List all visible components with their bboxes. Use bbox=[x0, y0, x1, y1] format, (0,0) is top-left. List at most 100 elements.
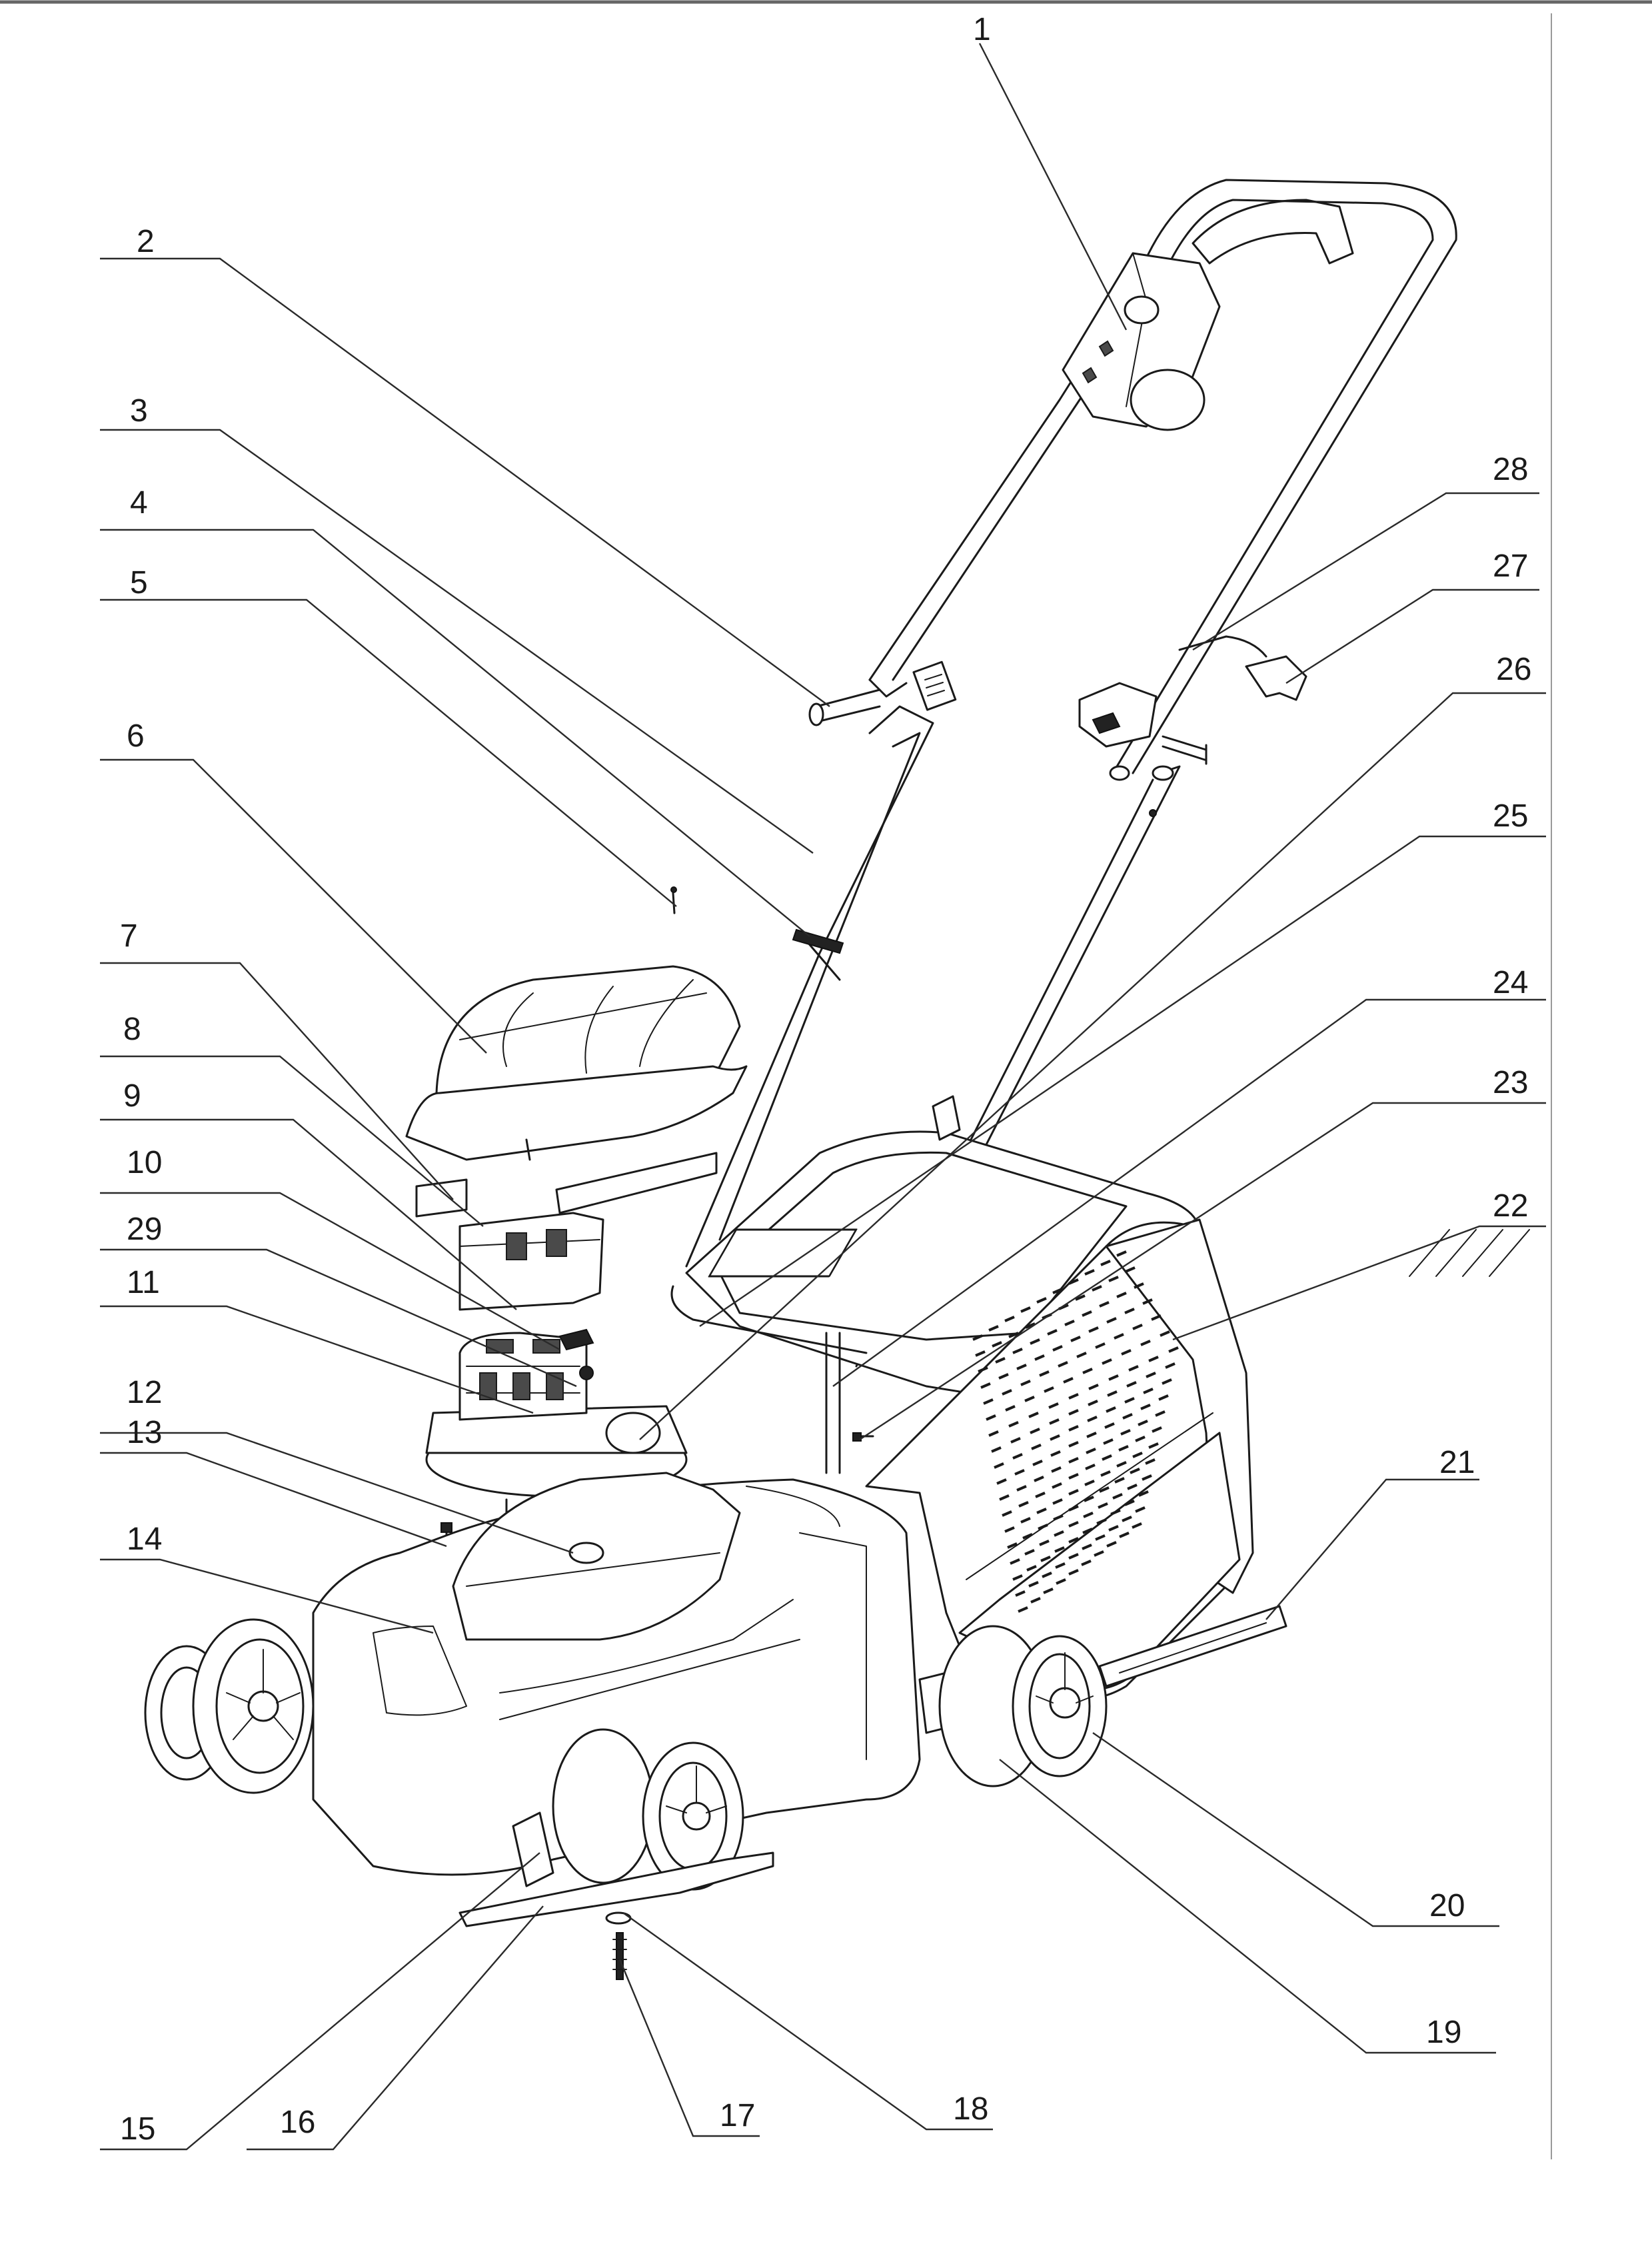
vent-slot bbox=[1128, 1365, 1139, 1372]
leader-28 bbox=[1192, 492, 1539, 651]
vent-slot bbox=[1051, 1466, 1062, 1473]
motor-cover-part-8 bbox=[458, 1212, 604, 1311]
vent-slot bbox=[1168, 1346, 1179, 1353]
vent-slot bbox=[1096, 1518, 1107, 1525]
seal-strip-part-7 bbox=[415, 1138, 718, 1218]
handle-clamp-part-2 bbox=[808, 660, 957, 726]
vent-slot bbox=[1112, 1493, 1123, 1500]
screw-part-23 bbox=[852, 1432, 874, 1442]
vent-slot bbox=[1020, 1306, 1031, 1313]
vent-slot bbox=[1098, 1502, 1108, 1509]
vent-slot bbox=[1160, 1330, 1170, 1337]
vent-slot bbox=[1138, 1490, 1149, 1497]
vent-slot bbox=[1084, 1269, 1095, 1276]
callout-11: 11 bbox=[127, 1265, 160, 1300]
callout-22: 22 bbox=[1493, 1188, 1528, 1224]
vent-slot bbox=[994, 1462, 1004, 1469]
vent-slot bbox=[1015, 1590, 1026, 1597]
vent-slot bbox=[1088, 1326, 1099, 1333]
vent-slot bbox=[1068, 1553, 1079, 1560]
vent-slot bbox=[999, 1494, 1010, 1501]
callout-14: 14 bbox=[127, 1522, 162, 1557]
vent-slot bbox=[1121, 1349, 1132, 1356]
callout-5: 5 bbox=[130, 565, 148, 600]
vent-slot bbox=[1110, 1509, 1121, 1516]
rear-right-wheel-part-19-20 bbox=[938, 1625, 1108, 1787]
rear-left-wheel bbox=[144, 1618, 315, 1794]
vent-slot bbox=[1140, 1340, 1151, 1346]
callout-8: 8 bbox=[123, 1012, 141, 1047]
leader-9 bbox=[100, 1118, 517, 1310]
vent-slot bbox=[1148, 1442, 1159, 1449]
vent-slot bbox=[1048, 1402, 1059, 1409]
vent-slot bbox=[986, 1414, 996, 1421]
vent-slot bbox=[1132, 1452, 1143, 1458]
vent-slot bbox=[1108, 1276, 1119, 1282]
vent-slot bbox=[1028, 1412, 1039, 1418]
callout-10: 10 bbox=[127, 1145, 162, 1180]
callout-27: 27 bbox=[1493, 549, 1528, 584]
callout-6: 6 bbox=[127, 718, 145, 754]
vent-slot bbox=[1050, 1450, 1061, 1457]
washer-part-18 bbox=[605, 1911, 632, 1925]
vent-slot bbox=[978, 1366, 988, 1373]
vent-slot bbox=[1075, 1294, 1086, 1301]
vent-slot bbox=[991, 1446, 1002, 1453]
vent-slot bbox=[1005, 1405, 1016, 1412]
leader-16 bbox=[247, 1905, 544, 2151]
leader-21 bbox=[1265, 1478, 1479, 1620]
vent-slot bbox=[1083, 1512, 1094, 1518]
vent-slot bbox=[996, 1478, 1007, 1485]
vent-slot bbox=[1020, 1517, 1031, 1524]
vent-slot bbox=[1022, 1533, 1033, 1540]
vent-slot bbox=[1058, 1361, 1068, 1368]
vent-slot bbox=[975, 1350, 986, 1357]
vent-slot bbox=[1040, 1556, 1051, 1562]
vent-slot bbox=[1124, 1308, 1135, 1314]
vent-slot bbox=[1042, 1572, 1052, 1578]
vent-slot bbox=[1031, 1444, 1042, 1450]
vent-slot bbox=[1114, 1333, 1124, 1340]
vent-slot bbox=[1165, 1362, 1176, 1369]
vent-slot bbox=[1025, 1322, 1036, 1329]
leader-24 bbox=[832, 998, 1546, 1387]
vent-slot bbox=[1068, 1505, 1079, 1512]
cable-clip-part-4 bbox=[792, 928, 844, 954]
vent-slot bbox=[1070, 1336, 1081, 1342]
vent-slot bbox=[972, 1334, 983, 1341]
vent-slot bbox=[1122, 1516, 1132, 1522]
vent-slot bbox=[988, 1430, 999, 1437]
vent-slot bbox=[1130, 1468, 1140, 1474]
vent-slot bbox=[980, 1382, 991, 1389]
vent-slot bbox=[1026, 1565, 1037, 1572]
vent-slot bbox=[1108, 1525, 1119, 1532]
vent-slot bbox=[1102, 1358, 1112, 1365]
vent-slot bbox=[1052, 1482, 1062, 1489]
vent-slot bbox=[995, 1357, 1006, 1364]
vent-slot bbox=[1034, 1354, 1045, 1361]
vent-slot bbox=[1114, 1477, 1125, 1484]
vent-slot bbox=[1126, 1381, 1137, 1388]
leader-27 bbox=[1285, 588, 1539, 684]
leader-20 bbox=[1092, 1732, 1499, 1927]
callout-17: 17 bbox=[720, 2098, 755, 2133]
vent-slot bbox=[1086, 1432, 1097, 1438]
vent-slot bbox=[1039, 1370, 1050, 1377]
blade-part-16 bbox=[458, 1851, 774, 1927]
vent-slot bbox=[1103, 1438, 1114, 1445]
vent-slot bbox=[1084, 1496, 1094, 1502]
leader-5 bbox=[100, 598, 677, 907]
vent-slot bbox=[1135, 1506, 1146, 1513]
callout-20: 20 bbox=[1429, 1888, 1465, 1923]
vent-slot bbox=[1030, 1428, 1040, 1434]
vent-slot bbox=[1087, 1416, 1098, 1422]
vent-slot bbox=[1068, 1441, 1079, 1448]
vent-slot bbox=[1002, 1389, 1012, 1396]
leader-8 bbox=[100, 1055, 484, 1227]
leader-17 bbox=[618, 1959, 760, 2137]
vent-slot bbox=[998, 1373, 1009, 1380]
vent-slot bbox=[1004, 1316, 1015, 1322]
switch-box-part-1 bbox=[1062, 252, 1221, 431]
vent-slot bbox=[1068, 1569, 1079, 1576]
